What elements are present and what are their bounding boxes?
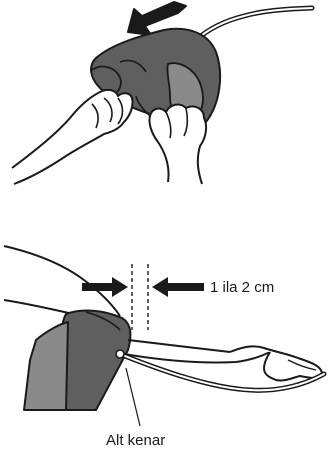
tube-connector — [116, 350, 124, 358]
right-hand — [149, 105, 206, 184]
left-hand — [12, 90, 133, 184]
cuff-wrapping-figure — [12, 2, 312, 184]
distance-label: 1 ila 2 cm — [210, 279, 274, 296]
shoulder-outline — [4, 246, 120, 316]
right-pointing-arrow-icon — [82, 277, 128, 297]
left-pointing-arrow-icon — [152, 277, 204, 297]
edge-label: Alt kenar — [106, 432, 165, 449]
forearm — [124, 352, 270, 363]
hand — [230, 346, 322, 380]
cuff-position-figure: 1 ila 2 cm Alt kenar — [4, 246, 324, 449]
arm-cuff — [60, 311, 130, 410]
edge-leader-line — [126, 368, 140, 426]
